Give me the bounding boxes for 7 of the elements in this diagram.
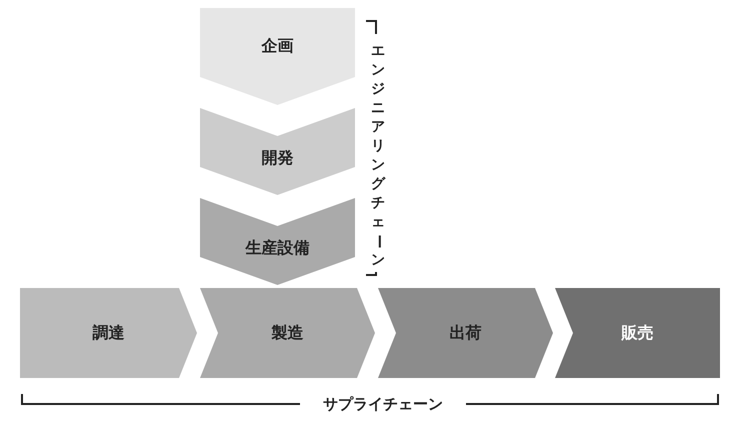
chevron-box: 販売	[555, 288, 720, 378]
chevron-box: 出荷	[378, 288, 553, 378]
chevron-box: 企画	[200, 8, 355, 105]
chevron-box: 開発	[200, 108, 355, 195]
chevron-box: 生産設備	[200, 198, 355, 285]
chevron-box: 調達	[20, 288, 197, 378]
chevron-box: 製造	[200, 288, 375, 378]
